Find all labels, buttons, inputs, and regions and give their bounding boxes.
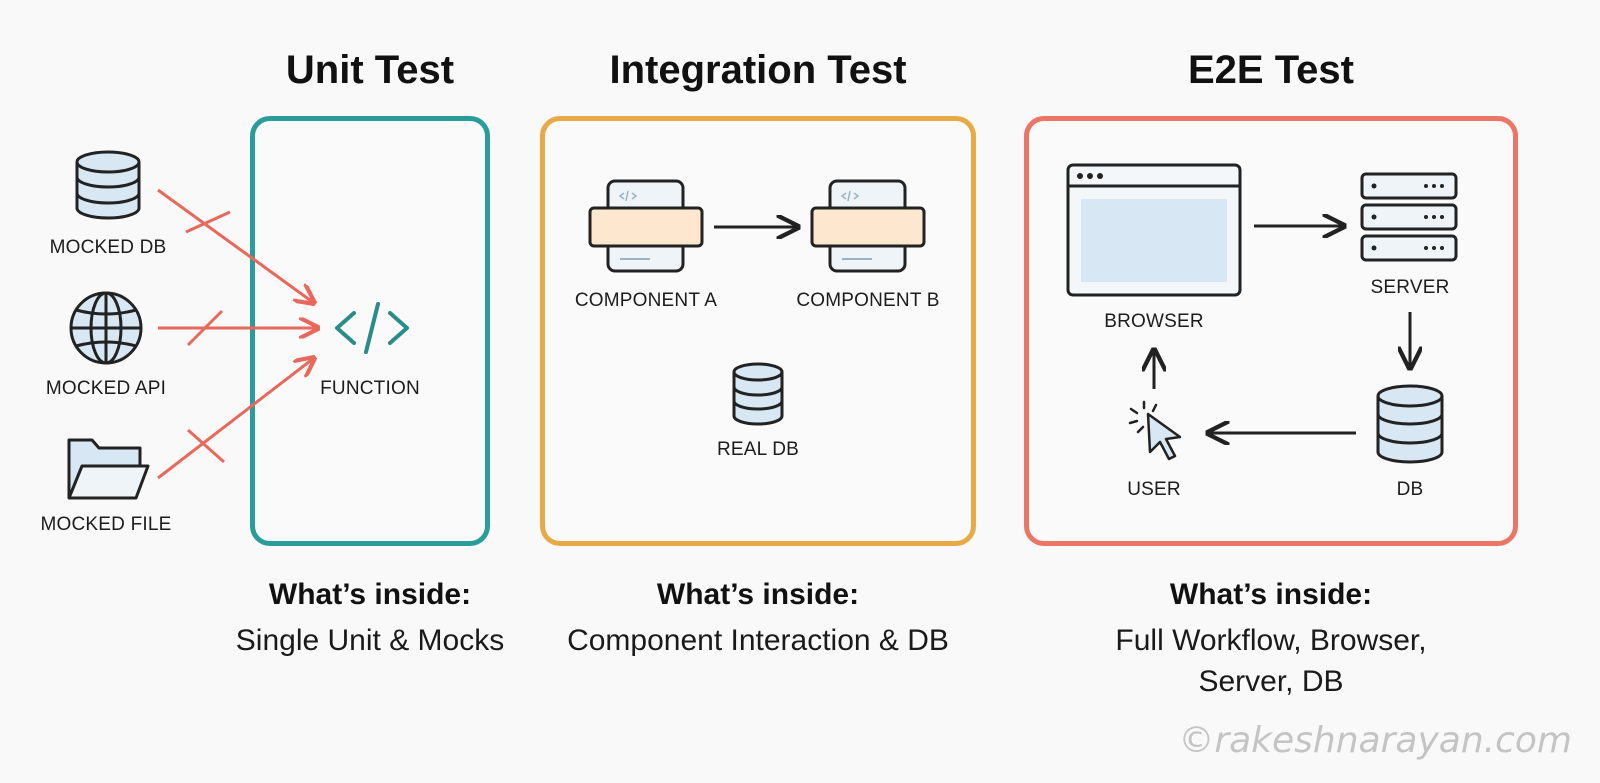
component-b-icon bbox=[810, 179, 926, 273]
component-a-label: COMPONENT A bbox=[574, 290, 718, 311]
integration-caption-heading: What’s inside: bbox=[656, 578, 860, 611]
mocked-db-label: MOCKED DB bbox=[49, 237, 167, 258]
server-stack-icon bbox=[1360, 172, 1458, 262]
mocked-api-globe-icon bbox=[69, 291, 143, 365]
component-a-icon bbox=[588, 179, 704, 273]
real-db-icon bbox=[732, 362, 784, 426]
real-db-label: REAL DB bbox=[716, 439, 799, 460]
e2e-caption-line-2: Server, DB bbox=[1198, 665, 1344, 698]
unit-caption-body: Single Unit & Mocks bbox=[235, 624, 505, 657]
function-label: FUNCTION bbox=[320, 378, 420, 399]
e2e-caption-body: Full Workflow, Browser, Server, DB bbox=[1046, 620, 1496, 702]
mocked-db-icon bbox=[75, 150, 141, 220]
user-cursor-icon bbox=[1128, 400, 1182, 461]
e2e-caption-heading: What’s inside: bbox=[1169, 578, 1373, 611]
mock-arrows bbox=[157, 188, 318, 480]
function-code-icon bbox=[335, 302, 409, 354]
server-label: SERVER bbox=[1370, 277, 1450, 298]
browser-window-icon bbox=[1066, 163, 1242, 297]
unit-test-panel bbox=[250, 116, 490, 546]
unit-caption-heading: What’s inside: bbox=[268, 578, 472, 611]
user-label: USER bbox=[1127, 479, 1181, 500]
e2e-test-title: E2E Test bbox=[1188, 48, 1354, 92]
browser-label: BROWSER bbox=[1104, 311, 1204, 332]
mocked-api-label: MOCKED API bbox=[45, 378, 167, 399]
watermark: ©rakeshnarayan.com bbox=[1178, 720, 1572, 761]
integration-test-title: Integration Test bbox=[609, 48, 907, 92]
unit-test-title: Unit Test bbox=[285, 48, 455, 92]
component-b-label: COMPONENT B bbox=[796, 290, 940, 311]
e2e-db-icon bbox=[1376, 384, 1444, 464]
mocked-file-label: MOCKED FILE bbox=[40, 514, 172, 535]
mocked-file-folder-icon bbox=[67, 438, 150, 500]
e2e-caption-line-1: Full Workflow, Browser, bbox=[1115, 624, 1427, 657]
db-label: DB bbox=[1396, 479, 1424, 500]
integration-caption-body: Component Interaction & DB bbox=[567, 624, 949, 657]
